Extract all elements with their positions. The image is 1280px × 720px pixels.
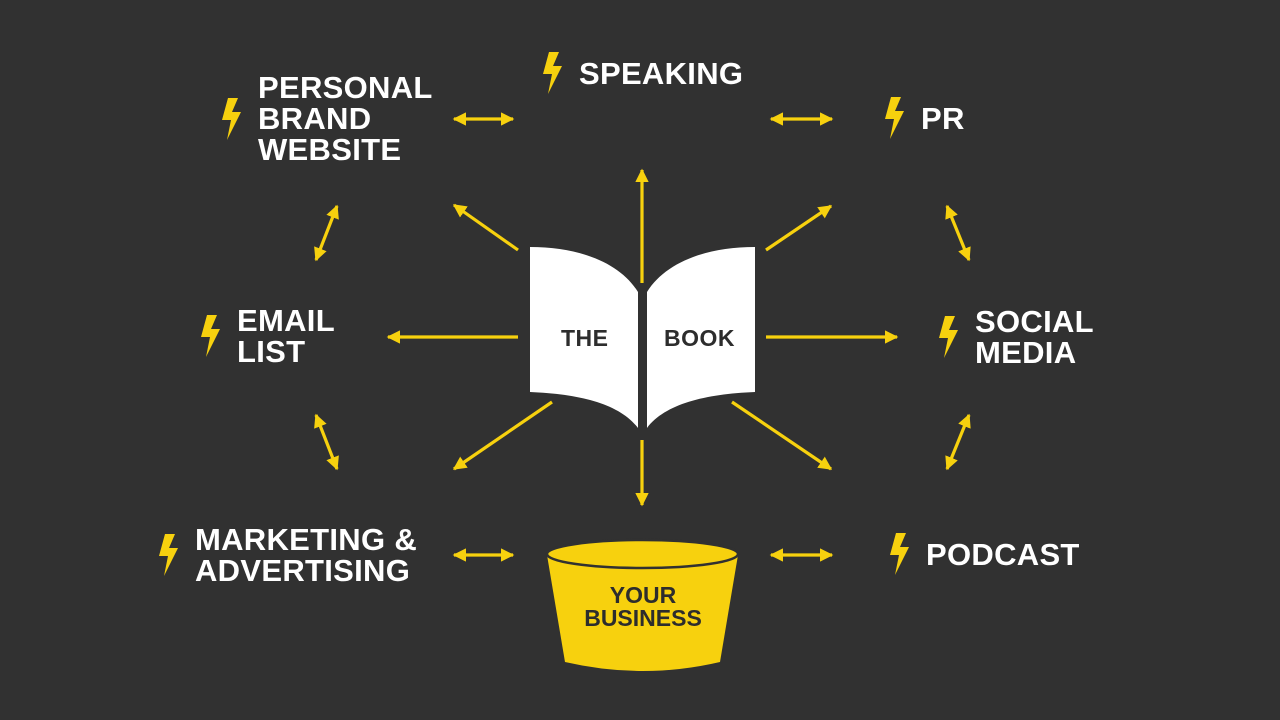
lightning-bolt-icon: [885, 97, 904, 139]
arrow-book-to-marketing: [452, 400, 553, 471]
node-speaking-label: SPEAKING: [579, 55, 744, 91]
book-right-page: [647, 247, 755, 428]
open-book-icon: [530, 247, 755, 428]
node-email-list: EMAIL LIST: [197, 305, 335, 367]
node-personal-brand-website: PERSONAL BRAND WEBSITE: [218, 72, 433, 165]
connector-email-marketing: [314, 413, 339, 471]
bucket-rim: [545, 538, 740, 570]
bucket-icon: [545, 538, 740, 671]
node-podcast-label: PODCAST: [926, 536, 1080, 572]
arrow-book-to-personal-brand: [452, 203, 519, 252]
node-pr: PR: [881, 97, 965, 139]
lightning-bolt-icon: [543, 52, 562, 94]
bucket-label: YOUR BUSINESS: [584, 582, 702, 631]
outgoing-arrows: [386, 168, 899, 507]
connector-pr-social: [945, 204, 971, 262]
arrow-book-to-podcast: [731, 400, 833, 471]
book-right-label: BOOK: [664, 325, 735, 351]
node-pr-label: PR: [921, 100, 965, 136]
node-marketing-advertising: MARKETING & ADVERTISING: [155, 524, 417, 586]
node-social-media: SOCIAL MEDIA: [935, 306, 1094, 368]
connector-social-podcast: [945, 413, 971, 471]
node-social-label: SOCIAL MEDIA: [975, 304, 1094, 370]
node-marketing-label: MARKETING & ADVERTISING: [195, 522, 418, 588]
lightning-bolt-icon: [222, 97, 241, 140]
lightning-bolt-icon: [201, 315, 220, 357]
lightning-bolt-icon: [159, 534, 178, 576]
arrow-book-to-pr: [765, 204, 833, 252]
connector-personal-brand-email: [314, 204, 339, 262]
node-personal-brand-label: PERSONAL BRAND WEBSITE: [258, 70, 433, 167]
node-podcast: PODCAST: [886, 533, 1080, 575]
node-email-label: EMAIL LIST: [237, 303, 335, 369]
book-left-page: [530, 247, 638, 428]
lightning-bolt-icon: [890, 533, 909, 575]
connector-arrows: [314, 112, 971, 562]
bucket-body: [547, 555, 738, 671]
book-left-label: THE: [561, 325, 609, 351]
node-speaking: SPEAKING: [539, 52, 743, 94]
lightning-bolt-icon: [939, 316, 958, 358]
